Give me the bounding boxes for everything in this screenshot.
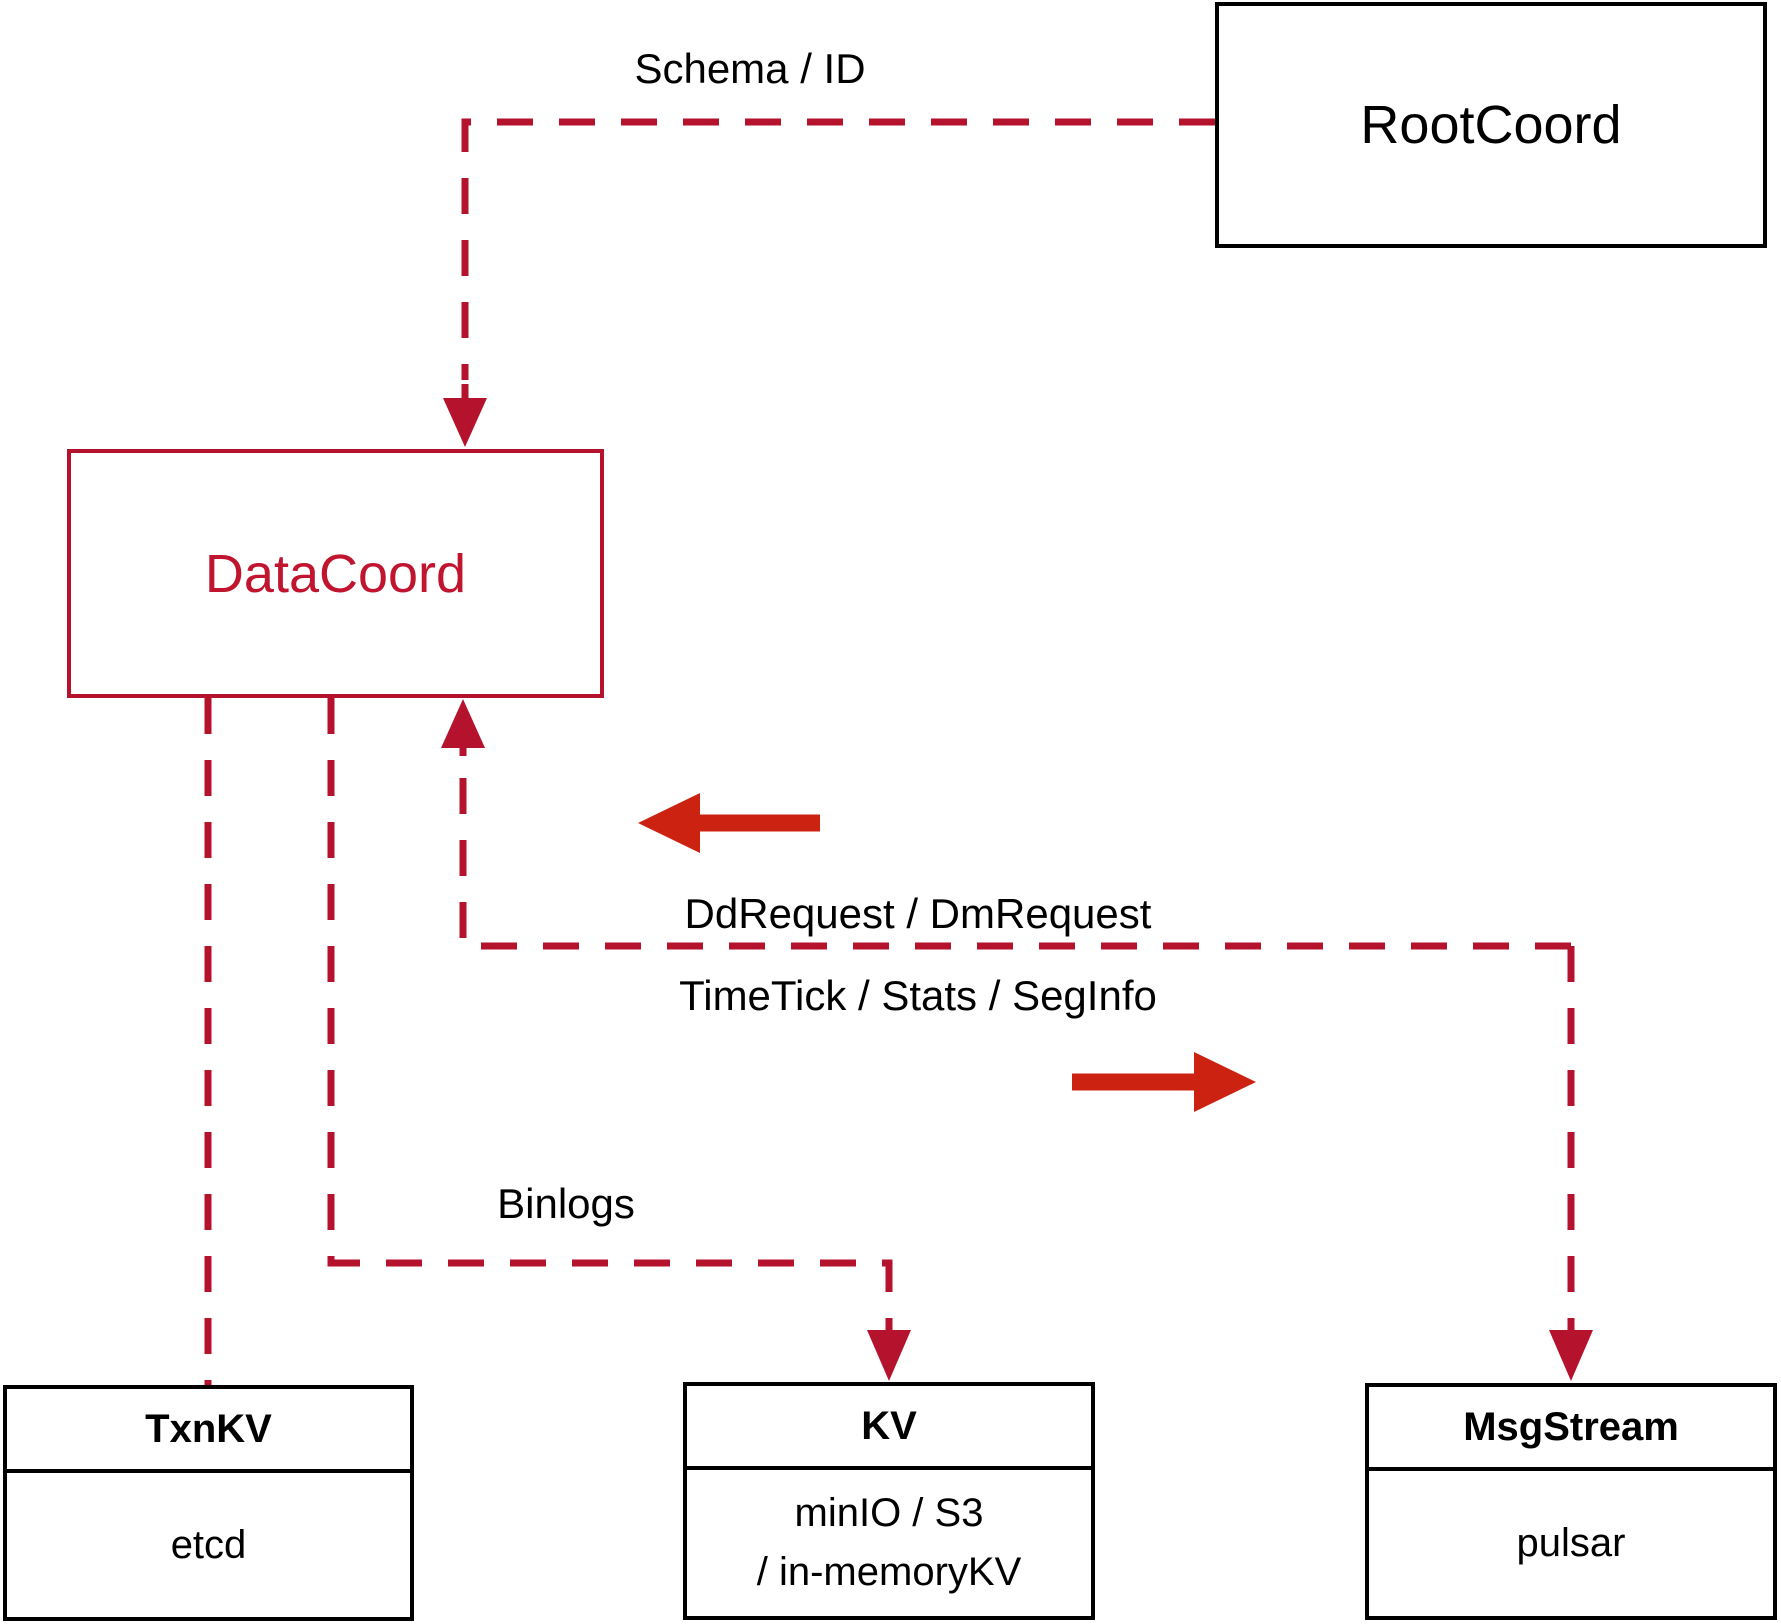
node-kv[interactable]: KV minIO / S3 / in-memoryKV <box>683 1382 1095 1620</box>
node-kv-body-line-1: minIO / S3 <box>794 1491 984 1536</box>
outbound-flow-arrow <box>1072 1052 1256 1112</box>
node-txnkv-body-line: etcd <box>170 1522 247 1567</box>
node-kv-header-label: KV <box>861 1404 917 1448</box>
node-kv-body-line-2: / in-memoryKV <box>756 1550 1022 1594</box>
node-msgstream-header-label: MsgStream <box>1463 1405 1679 1449</box>
edge-label-timetick-stats-seginfo: TimeTick / Stats / SegInfo <box>679 972 1157 1019</box>
edge-label-binlogs: Binlogs <box>497 1180 635 1227</box>
node-datacoord[interactable]: DataCoord <box>67 449 604 698</box>
node-msgstream-body: pulsar <box>1369 1471 1773 1616</box>
node-msgstream[interactable]: MsgStream pulsar <box>1365 1383 1777 1620</box>
edge-datacoord-to-kv <box>327 698 911 1381</box>
node-txnkv-header-label: TxnKV <box>145 1407 272 1451</box>
node-msgstream-header: MsgStream <box>1369 1387 1773 1471</box>
edge-label-schema-id: Schema / ID <box>634 45 866 92</box>
inbound-flow-arrow <box>638 793 820 853</box>
node-rootcoord[interactable]: RootCoord <box>1215 2 1767 248</box>
node-txnkv[interactable]: TxnKV etcd <box>3 1385 414 1621</box>
node-kv-header: KV <box>687 1386 1091 1470</box>
node-msgstream-body-line: pulsar <box>1516 1521 1626 1566</box>
edge-rootcoord-to-datacoord <box>443 118 1215 447</box>
node-txnkv-body: etcd <box>7 1473 410 1617</box>
node-rootcoord-label: RootCoord <box>1360 95 1622 155</box>
edge-label-dd-dm-request: DdRequest / DmRequest <box>684 890 1152 937</box>
node-txnkv-header: TxnKV <box>7 1389 410 1473</box>
node-datacoord-label: DataCoord <box>204 543 467 604</box>
edge-datacoord-to-msgstream <box>1549 946 1593 1381</box>
node-kv-body: minIO / S3 / in-memoryKV <box>687 1470 1091 1616</box>
